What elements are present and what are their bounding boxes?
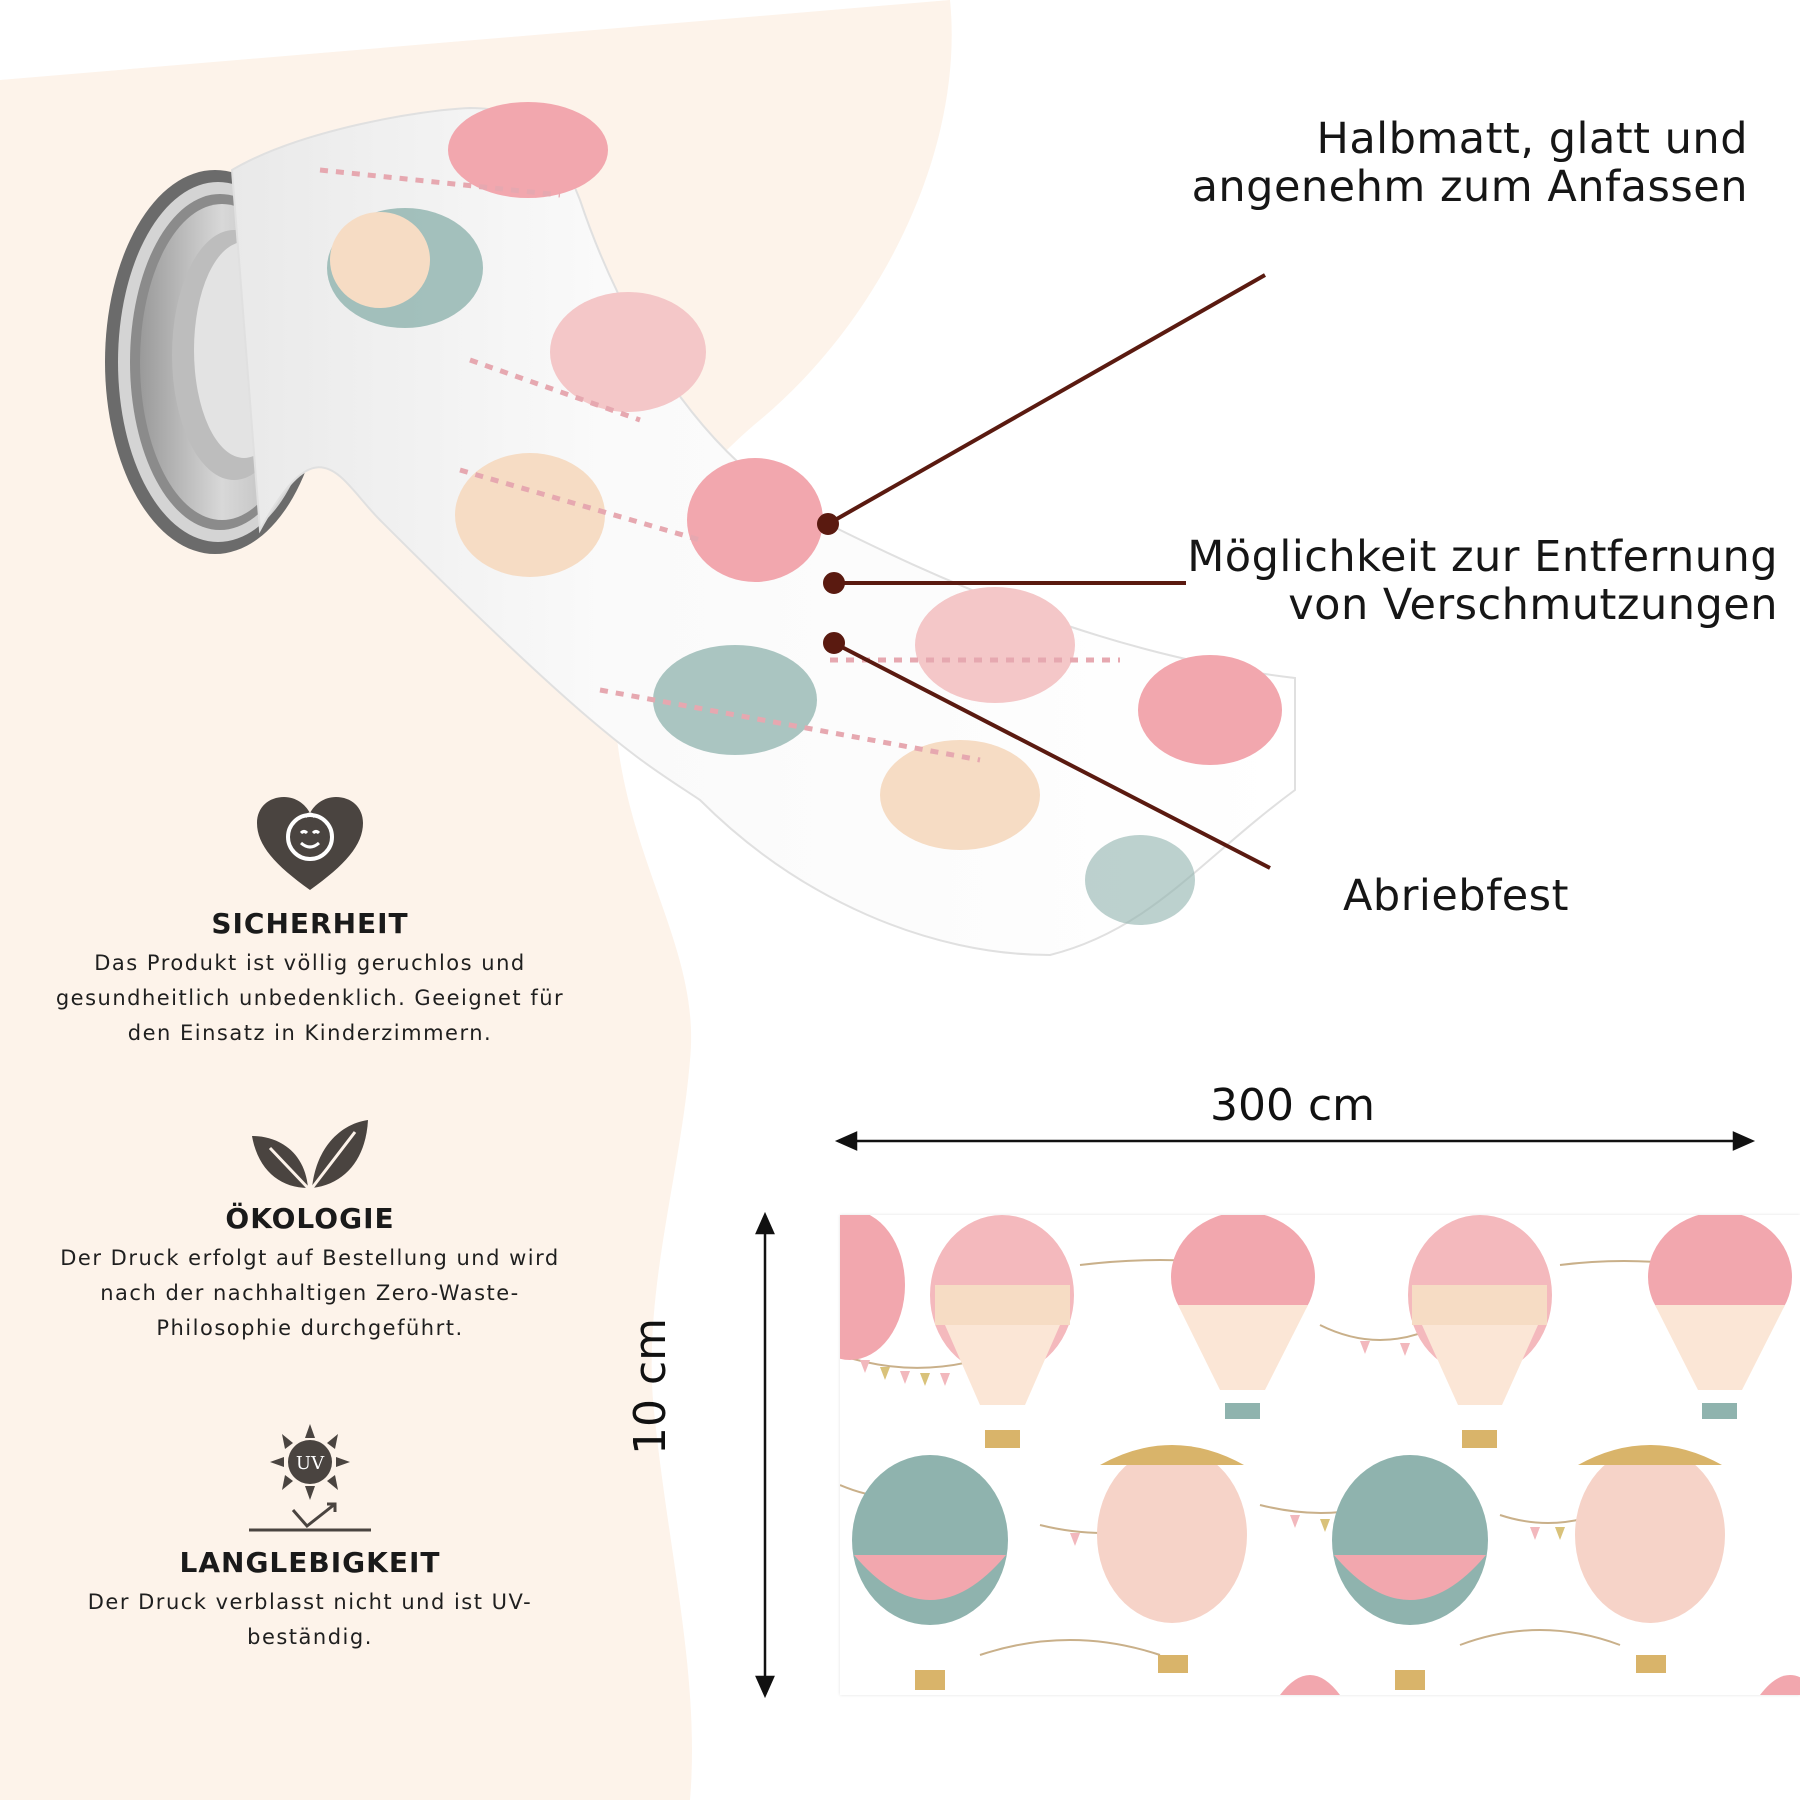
height-arrow-bottom-head [755,1675,775,1699]
desc-line: Das Produkt ist völlig geruchlos und [94,951,526,975]
border-strip-preview [840,1215,1800,1695]
desc-line: gesundheitlich unbedenklich. Geeignet fü… [55,986,565,1010]
feature-title: SICHERHEIT [211,907,409,940]
feature-description: Das Produkt ist völlig geruchlos und ges… [40,946,580,1051]
callout-dirt-line2: von Verschmutzungen [1288,580,1778,630]
width-arrow-right-head [1732,1131,1756,1151]
feature-title: ÖKOLOGIE [225,1202,395,1235]
desc-line: Der Druck erfolgt auf Bestellung und wir… [60,1246,560,1270]
feature-description: Der Druck erfolgt auf Bestellung und wir… [40,1241,580,1346]
uv-icon-text: UV [296,1453,325,1474]
balloon-pattern [840,1215,1800,1695]
feature-durability: UV LANGLEBIGKEIT Der Druck verblasst nic… [40,1422,580,1655]
height-dimension-label: 10 cm [625,1317,676,1455]
desc-line: nach der nachhaltigen Zero-Waste- [100,1281,520,1305]
callout-abrasion: Abriebfest [1343,871,1569,921]
roll-balloon-pattern [319,102,1282,925]
desc-line: den Einsatz in Kinderzimmern. [127,1021,493,1045]
feature-safety: SICHERHEIT Das Produkt ist völlig geruch… [40,795,580,1051]
callout-dirt-line1: Möglichkeit zur Entfernung [1187,532,1778,582]
height-arrow-top-head [755,1211,775,1235]
callout-dirt-removal: Möglichkeit zur Entfernung von Verschmut… [1018,533,1778,629]
bottom-row-balloons [852,1445,1800,1695]
feature-ecology: ÖKOLOGIE Der Druck erfolgt auf Bestellun… [40,1118,580,1346]
leaves-icon [252,1120,368,1190]
desc-line: Philosophie durchgeführt. [156,1316,464,1340]
callout-matte: Halbmatt, glatt und angenehm zum Anfasse… [1048,115,1748,211]
uv-sun-icon: UV [249,1424,371,1532]
feature-description: Der Druck verblasst nicht und ist UV- be… [40,1585,580,1655]
leader-line-matte [827,273,1266,526]
leader-line-abrasion [833,641,1271,870]
width-dimension-label: 300 cm [1210,1080,1376,1131]
callout-matte-line1: Halbmatt, glatt und [1316,114,1748,164]
baby-heart-icon [257,797,363,890]
feature-title: LANGLEBIGKEIT [179,1546,441,1579]
desc-line: beständig. [247,1625,373,1649]
width-arrow-left-head [834,1131,858,1151]
callout-matte-line2: angenehm zum Anfassen [1191,162,1748,212]
top-row-balloons [840,1215,1792,1448]
desc-line: Der Druck verblasst nicht und ist UV- [87,1590,533,1614]
